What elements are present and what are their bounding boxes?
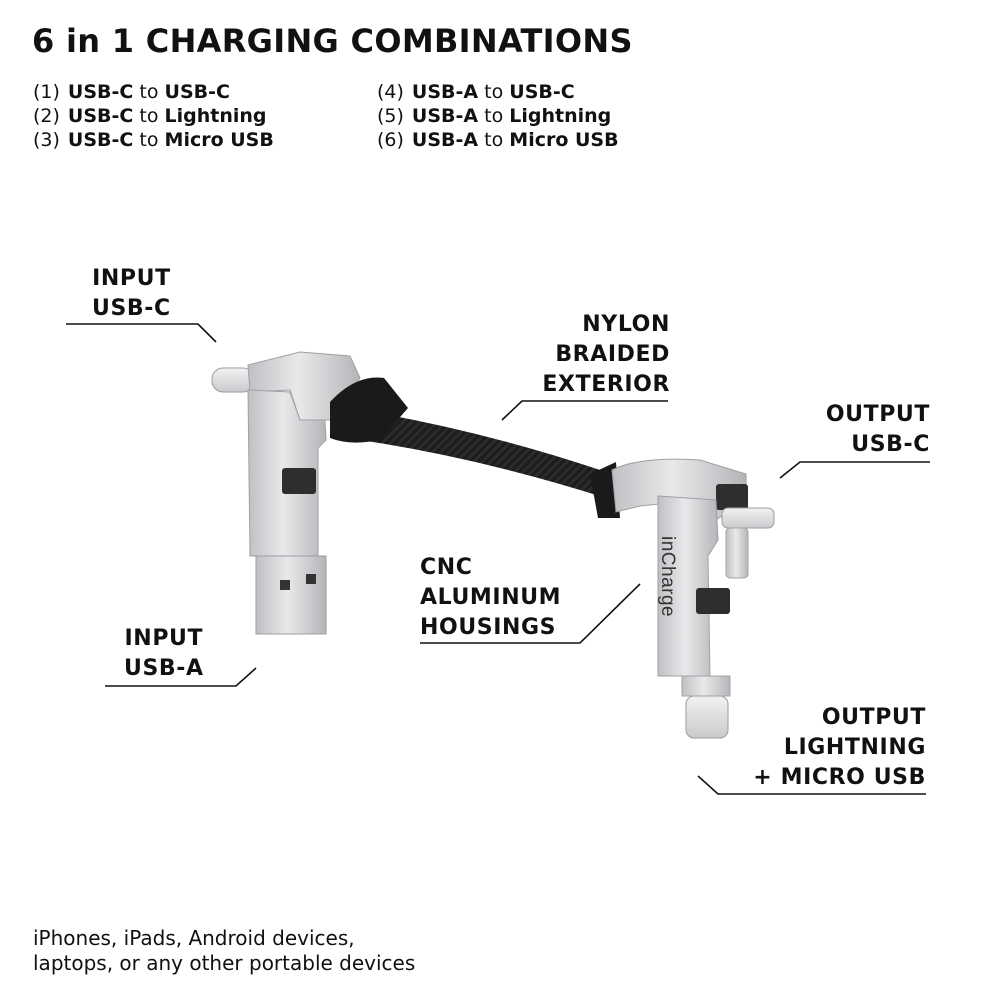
leader-nylon	[501, 400, 668, 421]
leader-output-lightning	[697, 775, 926, 795]
braided-cable	[360, 410, 606, 498]
callout-output-usb-c: OUTPUT USB-C	[825, 402, 930, 457]
callout-input-usb-c: INPUT USB-C	[92, 266, 171, 321]
combination-item: (1)USB-C to USB-C	[33, 81, 230, 103]
right-housing-slot	[696, 588, 730, 614]
right-housing-body	[657, 495, 719, 677]
left-housing-slot	[282, 468, 316, 494]
output-usb-c-socket	[716, 484, 748, 510]
combinations-list-left: (1)USB-C to USB-C (2)USB-C to Lightning …	[33, 80, 274, 152]
usb-c-plug-bottom	[685, 695, 729, 739]
usb-a-plug	[255, 555, 327, 635]
combinations-list-right: (4)USB-A to USB-C (5)USB-A to Lightning …	[377, 80, 619, 152]
combination-item: (6)USB-A to Micro USB	[377, 129, 619, 151]
leader-cnc	[420, 583, 641, 644]
brand-logo: inCharge	[657, 536, 678, 617]
page-title: 6 in 1 CHARGING COMBINATIONS	[32, 22, 633, 60]
footer-compatibility: iPhones, iPads, Android devices, laptops…	[33, 926, 416, 975]
leader-input-usb-c	[66, 323, 217, 343]
left-cable-boot	[330, 377, 408, 443]
combination-item: (5)USB-A to Lightning	[377, 105, 612, 127]
usb-c-plug-left	[211, 367, 255, 393]
callout-output-lightning: OUTPUT LIGHTNING + MICRO USB	[753, 705, 926, 790]
callout-nylon-braided: NYLON BRAIDED EXTERIOR	[542, 312, 670, 397]
callout-input-usb-a: INPUT USB-A	[124, 626, 204, 681]
combination-item: (2)USB-C to Lightning	[33, 105, 267, 127]
leader-output-usb-c	[779, 461, 930, 479]
callout-cnc-aluminum: CNC ALUMINUM HOUSINGS	[420, 555, 562, 640]
leader-lines	[66, 323, 930, 795]
leader-input-usb-a	[105, 667, 257, 687]
combination-item: (4)USB-A to USB-C	[377, 81, 575, 103]
combination-item: (3)USB-C to Micro USB	[33, 129, 274, 151]
lightning-plug	[721, 507, 775, 529]
